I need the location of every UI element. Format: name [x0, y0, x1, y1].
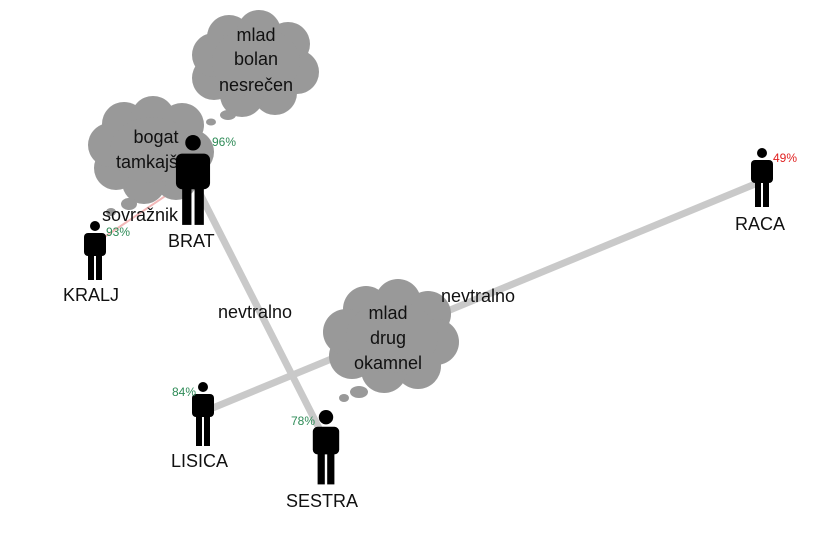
person-icon-brat — [175, 135, 211, 225]
person-icon-raca — [751, 148, 773, 207]
thought-line: okamnel — [354, 353, 422, 373]
thought-line: mlad — [368, 303, 407, 323]
relation-label: nevtralno — [441, 286, 515, 306]
character-name-lisica: LISICA — [171, 451, 228, 471]
percent-label-kralj: 93% — [106, 225, 130, 239]
character-name-brat: BRAT — [168, 231, 215, 251]
edge-brat-sestra — [188, 176, 329, 442]
character-name-kralj: KRALJ — [63, 285, 119, 305]
percent-label-lisica: 84% — [172, 385, 196, 399]
thought-line: bogat — [133, 127, 178, 147]
character-name-sestra: SESTRA — [286, 491, 358, 511]
person-icon-lisica — [192, 382, 214, 446]
character-name-raca: RACA — [735, 214, 785, 234]
thought-line: nesrečen — [219, 75, 293, 95]
relation-label: sovražnik — [102, 205, 179, 225]
thought-line: bolan — [234, 49, 278, 69]
thought-cloud-brat-top: mlad bolan nesrečen — [192, 10, 319, 126]
thought-line: drug — [370, 328, 406, 348]
person-icon-kralj — [84, 221, 106, 280]
thought-line: mlad — [236, 25, 275, 45]
relation-label: nevtralno — [218, 302, 292, 322]
percent-label-sestra: 78% — [291, 414, 315, 428]
edge-lisica-raca — [201, 178, 762, 416]
percent-label-brat: 96% — [212, 135, 236, 149]
thought-cloud-sestra: mlad drug okamnel — [323, 279, 459, 402]
percent-label-raca: 49% — [773, 151, 797, 165]
person-icon-sestra — [312, 410, 340, 485]
